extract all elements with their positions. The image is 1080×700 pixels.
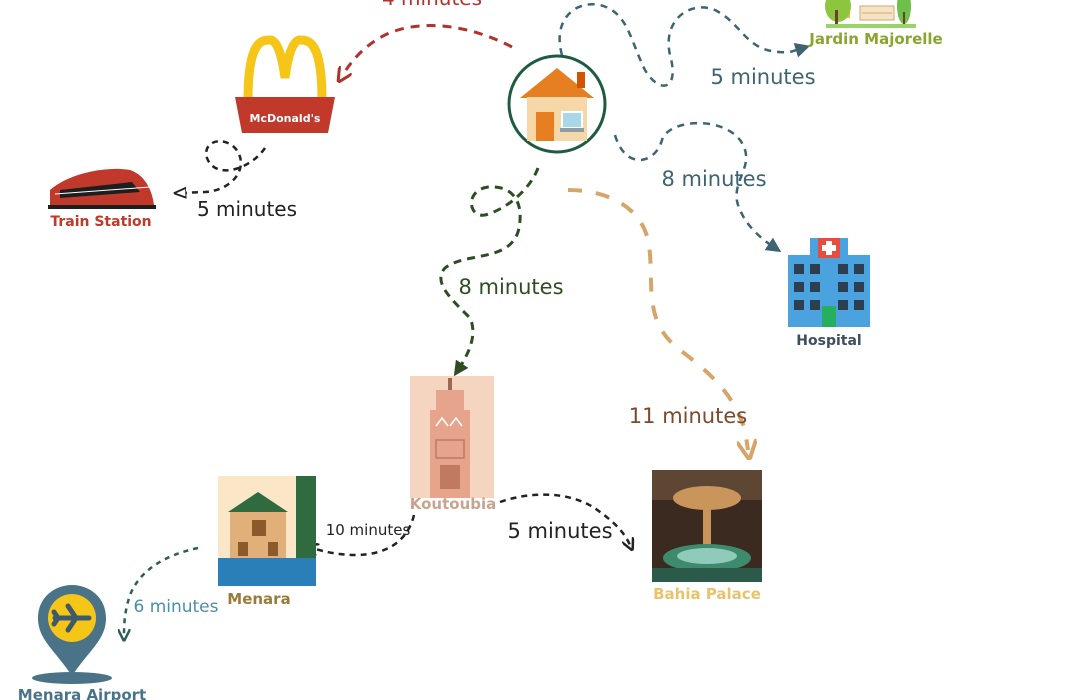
- hospital-icon: [788, 238, 870, 327]
- time-label: 5 minutes: [710, 65, 815, 89]
- time-label: 6 minutes: [133, 597, 218, 617]
- route-mcdonalds-train: [180, 139, 267, 193]
- mcdonalds-logo: [235, 35, 335, 133]
- time-label: 8 minutes: [661, 167, 766, 191]
- place-label-hospital: Hospital: [796, 333, 861, 349]
- route-home-mcdonalds: [342, 24, 513, 76]
- route-home-koutoubia: [439, 167, 540, 377]
- place-label-koutoubia: Koutoubia: [410, 495, 497, 513]
- route-menara-airport: [124, 546, 199, 635]
- time-label: 5 minutes: [197, 197, 297, 221]
- time-label: 10 minutes: [326, 521, 411, 539]
- menara-pavilion-icon: [218, 476, 316, 586]
- time-label: 4 minutes: [382, 0, 482, 10]
- time-label: 11 minutes: [629, 404, 747, 428]
- place-label-jardin-majorelle: Jardin Majorelle: [808, 30, 942, 48]
- airplane-pin-icon: [32, 585, 112, 684]
- route-koutoubia-bahia: [499, 493, 630, 545]
- minaret-icon: [410, 376, 494, 498]
- place-label-bahia-palace: Bahia Palace: [653, 585, 761, 603]
- train-icon: [48, 168, 156, 209]
- place-label-menara-airport: Menara Airport: [18, 686, 146, 700]
- place-label-menara: Menara: [227, 590, 290, 608]
- house-icon: [507, 54, 607, 154]
- garden-icon: [825, 0, 916, 28]
- time-label: 5 minutes: [507, 519, 612, 543]
- palace-fountain-icon: [652, 470, 762, 582]
- time-label: 8 minutes: [458, 275, 563, 299]
- route-home-bahia: [567, 188, 748, 450]
- route-koutoubia-menara: [312, 514, 416, 557]
- route-home-hospital: [613, 121, 782, 253]
- place-label-train-station: Train Station: [50, 214, 151, 230]
- place-label-mcdonalds: McDonald's: [250, 112, 321, 125]
